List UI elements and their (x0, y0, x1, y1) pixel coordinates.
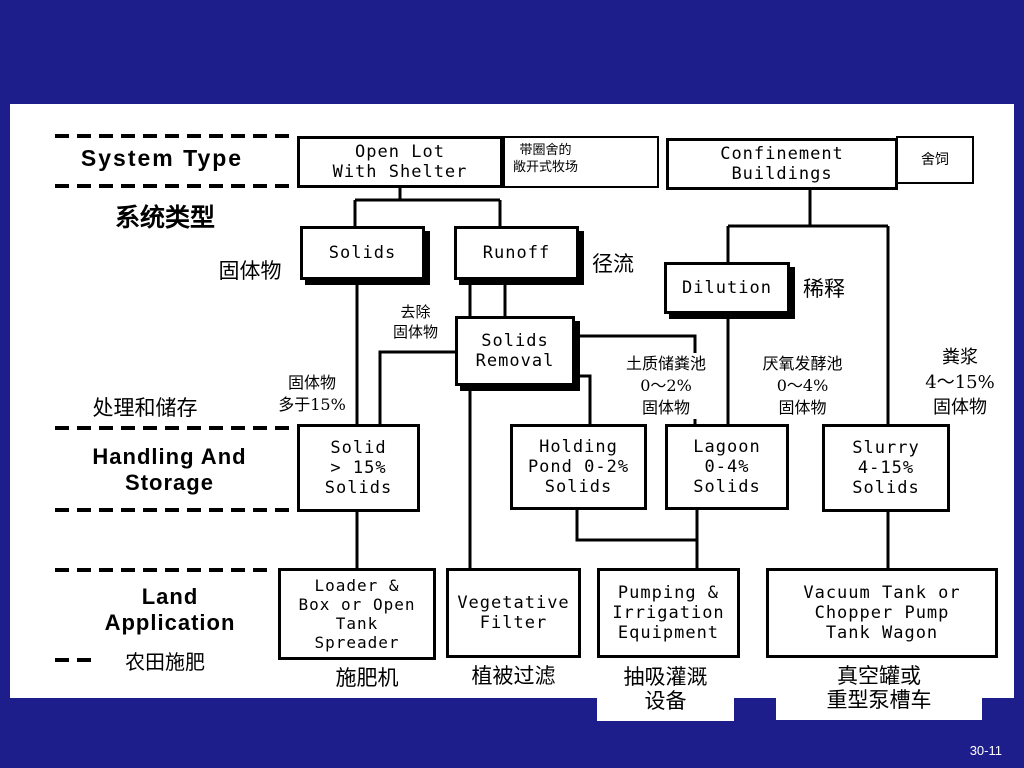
row-land-application: Land Application (104, 584, 236, 635)
box-lagoon: Lagoon 0-4% Solids (665, 424, 789, 510)
box-dilution: Dilution (664, 262, 790, 314)
row-handling: Handling And Storage (92, 444, 247, 495)
page-number: 30-11 (969, 743, 1002, 758)
label-vacuum-cn: 真空罐或 重型泵槽车 (776, 664, 982, 720)
box-confinement-cn: 舍饲 (896, 136, 974, 184)
box-loader: Loader & Box or Open Tank Spreader (278, 568, 436, 660)
label-holding-cn: 土质储粪池 0～2% 固体物 (606, 353, 726, 419)
row-land-cn: 农田施肥 (125, 650, 205, 674)
label-loader-cn: 施肥机 (300, 666, 434, 698)
box-open-lot-cn: 带圈舍的 敞开式牧场 (503, 136, 659, 188)
label-pumping-cn: 抽吸灌溉 设备 (597, 665, 734, 721)
label-slurry-cn: 粪浆 4～15% 固体物 (925, 347, 995, 418)
box-runoff: Runoff (454, 226, 579, 280)
row-handling-cn: 处理和储存 (92, 396, 198, 420)
label-vegetative-cn: 植被过滤 (446, 664, 581, 688)
label-removal-cn: 去除 固体物 (392, 303, 438, 341)
label-dilution-cn: 稀释 (803, 277, 845, 301)
label-lagoon-cn: 厌氧发酵池 0～4% 固体物 (740, 353, 865, 419)
box-open-lot: Open Lot With Shelter (297, 136, 503, 188)
box-solid-15: Solid > 15% Solids (297, 424, 420, 512)
box-vacuum-tank: Vacuum Tank or Chopper Pump Tank Wagon (766, 568, 998, 658)
box-vegetative-filter: Vegetative Filter (446, 568, 581, 658)
box-pumping: Pumping & Irrigation Equipment (597, 568, 740, 658)
row-system-type: System Type (80, 145, 244, 171)
box-solids: Solids (300, 226, 425, 280)
box-slurry: Slurry 4-15% Solids (822, 424, 950, 512)
box-solids-removal: Solids Removal (455, 316, 575, 386)
box-confinement: Confinement Buildings (666, 138, 898, 190)
label-solids-cn: 固体物 (218, 259, 282, 283)
row-system-type-cn: 系统类型 (114, 203, 215, 232)
box-holding-pond: Holding Pond 0-2% Solids (510, 424, 647, 510)
label-solid15-cn: 固体物 多于15% (278, 373, 346, 414)
label-runoff-cn: 径流 (592, 252, 634, 276)
